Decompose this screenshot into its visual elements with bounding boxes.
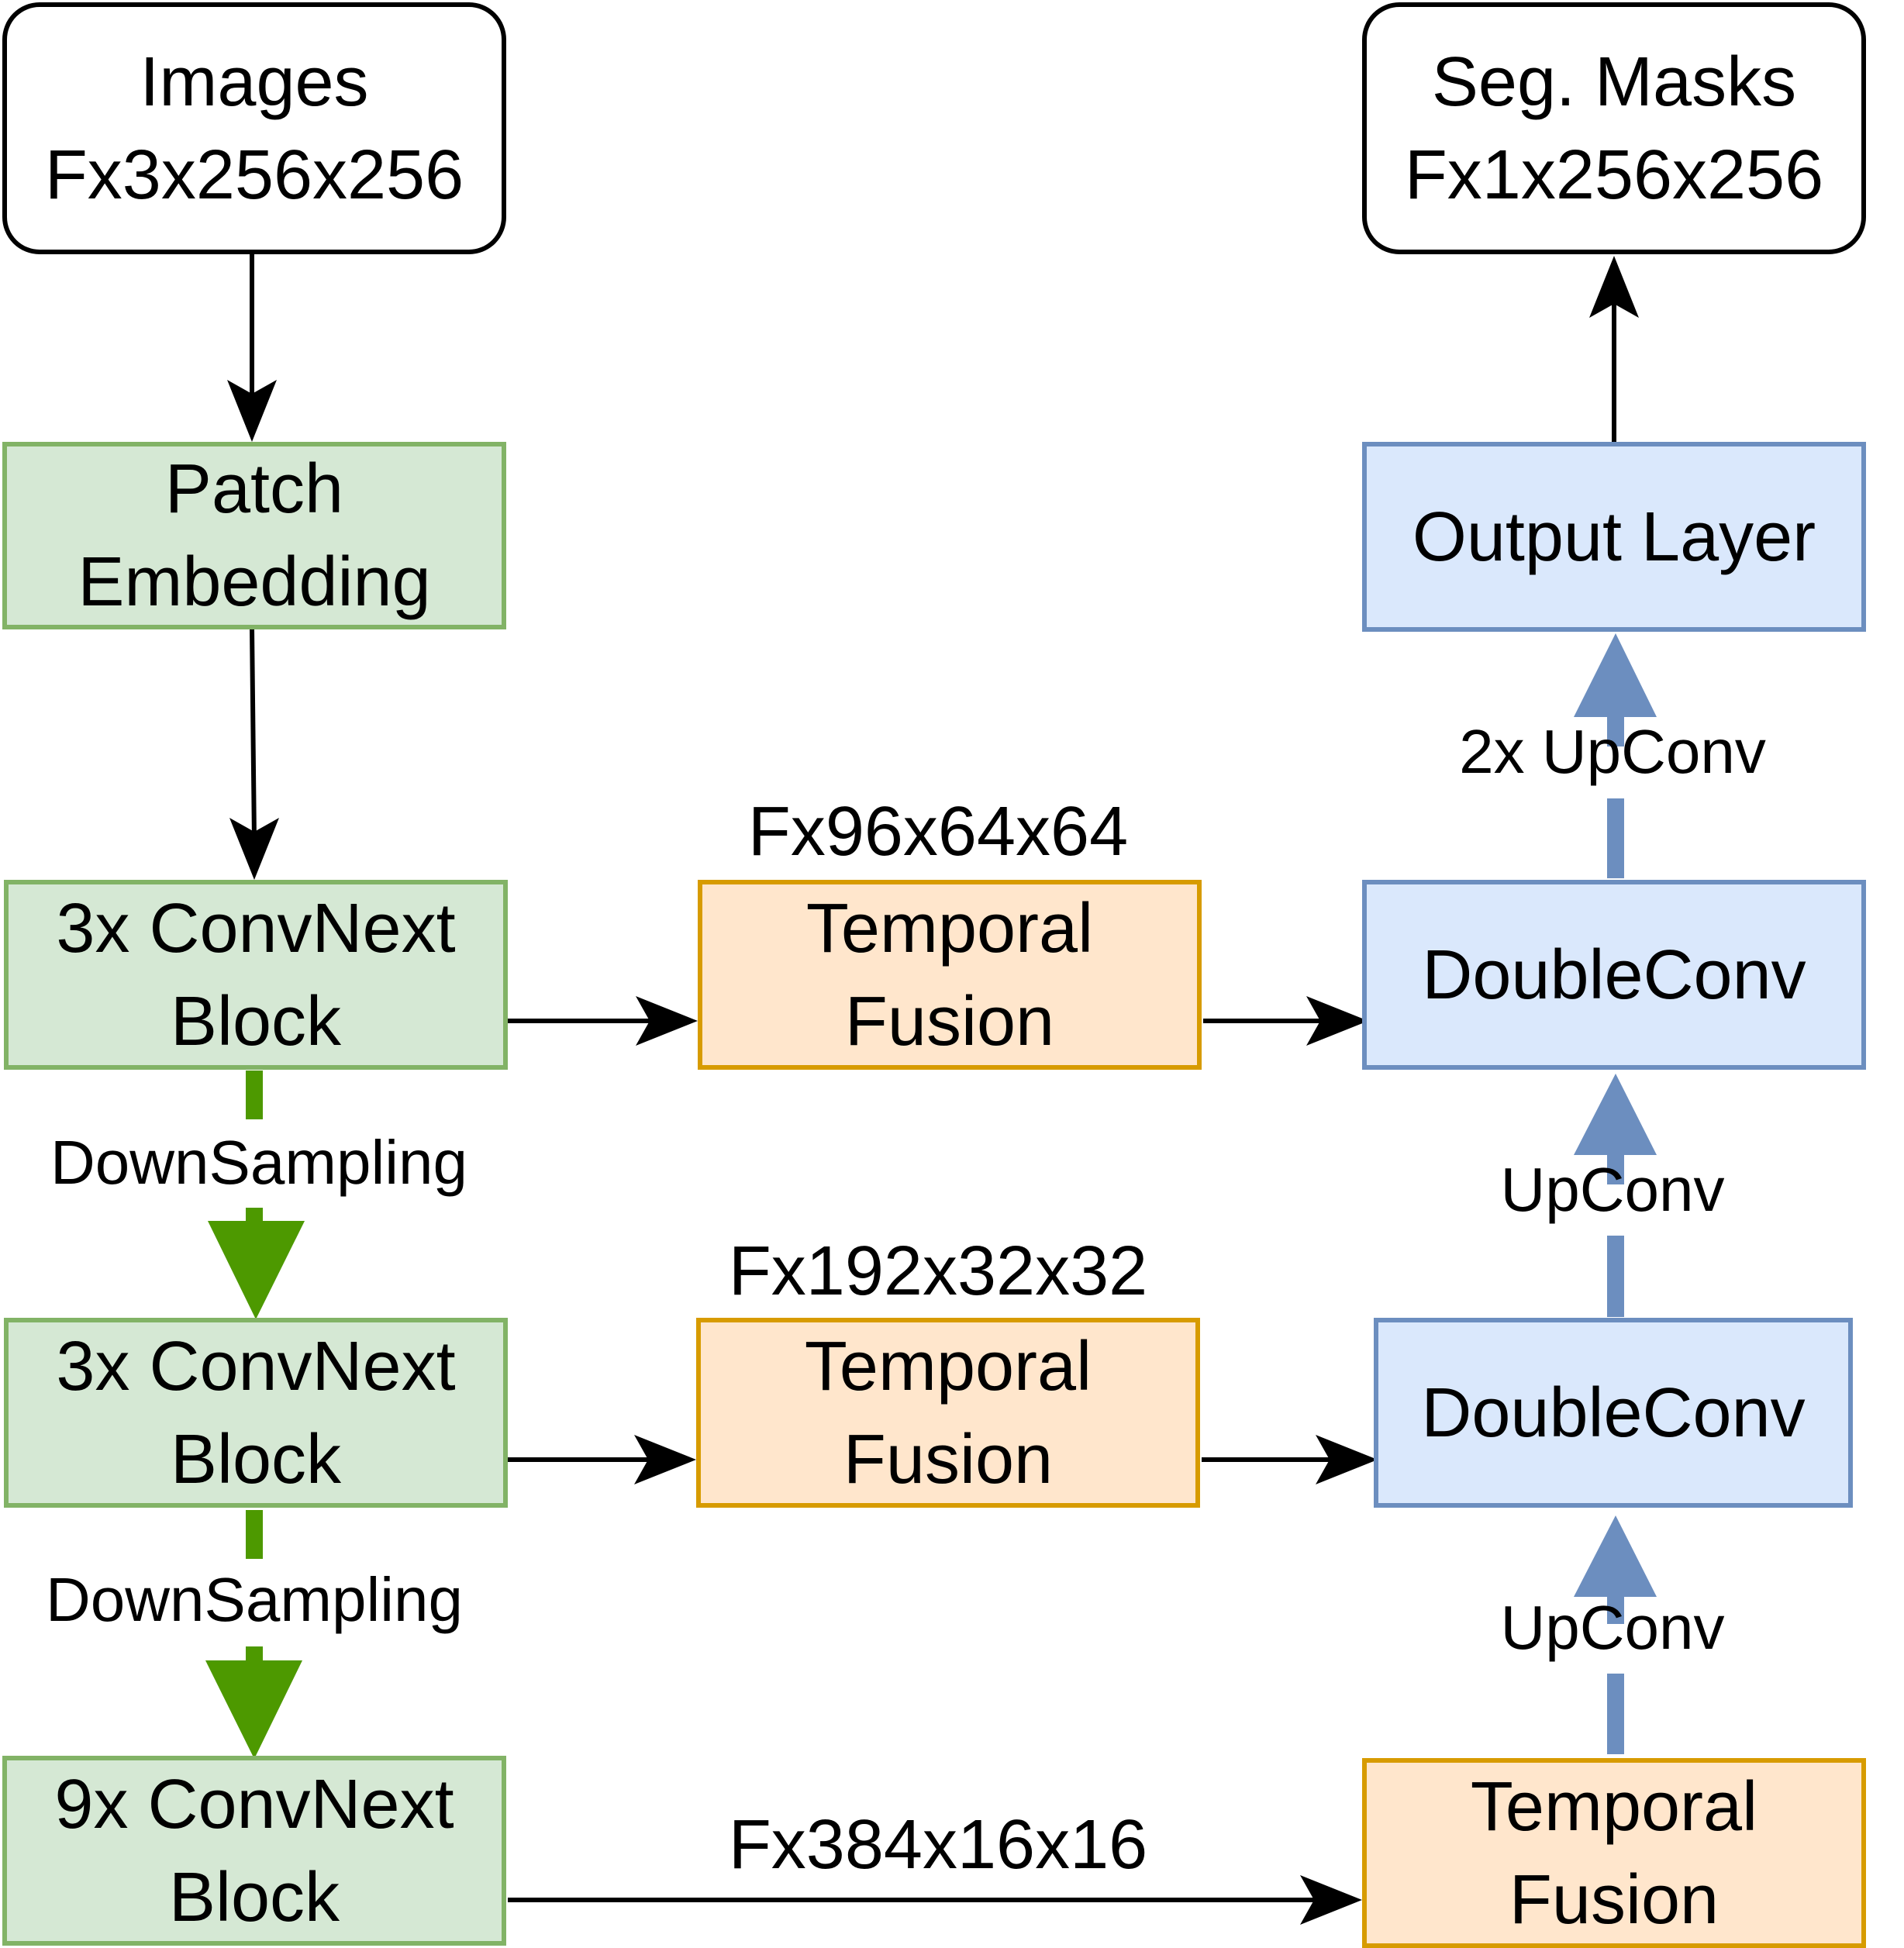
temporal-fusion-2-line1: Temporal bbox=[804, 1327, 1092, 1405]
decoder-doubleconv-2-label: DoubleConv bbox=[1421, 1374, 1806, 1452]
downsampling-arrowhead-1 bbox=[208, 1221, 305, 1319]
temporal-fusion-3-line1: Temporal bbox=[1470, 1767, 1758, 1846]
decoder-doubleconv-1-label: DoubleConv bbox=[1422, 936, 1806, 1014]
output-masks-box: Seg. Masks Fx1x256x256 bbox=[1362, 2, 1866, 254]
encoder-block-2: 3x ConvNext Block bbox=[4, 1318, 508, 1508]
shape-label-stage-1: Fx96x64x64 bbox=[747, 793, 1129, 871]
arrowhead bbox=[1589, 256, 1639, 318]
upconv-shaft-3a bbox=[1607, 798, 1624, 878]
decoder-doubleconv-2: DoubleConv bbox=[1374, 1318, 1853, 1508]
upconv-arrowhead-1 bbox=[1574, 1515, 1657, 1597]
patch-embedding-line1: Patch bbox=[164, 450, 344, 528]
arrowhead bbox=[1316, 1435, 1378, 1484]
upconv-shaft-1b bbox=[1607, 1589, 1624, 1624]
output-title: Seg. Masks bbox=[1431, 43, 1797, 121]
arrowhead bbox=[1306, 996, 1368, 1046]
input-title: Images bbox=[140, 43, 369, 121]
shape-label-stage-2: Fx192x32x32 bbox=[728, 1233, 1148, 1310]
upconv-label-final: 2x UpConv bbox=[1459, 717, 1766, 786]
decoder-doubleconv-1: DoubleConv bbox=[1362, 880, 1866, 1070]
arrow-patch-embedding-to-encoder-1 bbox=[250, 627, 257, 842]
encoder-block-3: 9x ConvNext Block bbox=[2, 1756, 506, 1946]
arrowhead bbox=[229, 818, 279, 880]
upconv-shaft-2a bbox=[1607, 1236, 1624, 1317]
input-shape: Fx3x256x256 bbox=[44, 136, 464, 214]
encoder-block-3-line1: 9x ConvNext bbox=[54, 1765, 454, 1843]
encoder-block-1-line1: 3x ConvNext bbox=[56, 889, 456, 967]
upconv-label-1: UpConv bbox=[1500, 1155, 1725, 1224]
temporal-fusion-2-line2: Fusion bbox=[843, 1420, 1054, 1498]
encoder-block-2-line2: Block bbox=[170, 1420, 342, 1498]
upconv-arrowhead-3 bbox=[1574, 633, 1657, 717]
upconv-arrowhead-2 bbox=[1574, 1074, 1657, 1155]
encoder-block-1-line2: Block bbox=[170, 982, 342, 1060]
encoder-block-3-line2: Block bbox=[168, 1858, 340, 1936]
arrowhead bbox=[1300, 1875, 1362, 1925]
upconv-shaft-2b bbox=[1607, 1147, 1624, 1184]
upconv-shaft-1a bbox=[1607, 1674, 1624, 1754]
temporal-fusion-1: Temporal Fusion bbox=[698, 880, 1202, 1070]
arrowhead bbox=[634, 1435, 696, 1484]
patch-embedding-box: Patch Embedding bbox=[2, 442, 506, 629]
downsampling-shaft-1a bbox=[246, 1071, 263, 1119]
encoder-block-1: 3x ConvNext Block bbox=[4, 880, 508, 1070]
temporal-fusion-2: Temporal Fusion bbox=[696, 1318, 1200, 1508]
output-layer-label: Output Layer bbox=[1412, 498, 1816, 576]
arrowhead bbox=[636, 996, 698, 1046]
temporal-fusion-1-line1: Temporal bbox=[805, 889, 1094, 967]
encoder-block-2-line1: 3x ConvNext bbox=[56, 1327, 456, 1405]
output-layer-box: Output Layer bbox=[1362, 442, 1866, 632]
temporal-fusion-1-line2: Fusion bbox=[844, 982, 1055, 1060]
input-images-box: Images Fx3x256x256 bbox=[2, 2, 506, 254]
downsampling-arrowhead-2 bbox=[205, 1660, 302, 1759]
upconv-shaft-3b bbox=[1607, 709, 1624, 746]
upconv-label-2: UpConv bbox=[1500, 1593, 1725, 1662]
downsampling-label-1: DownSampling bbox=[50, 1128, 468, 1197]
shape-label-stage-3: Fx384x16x16 bbox=[728, 1806, 1148, 1884]
downsampling-shaft-2a bbox=[246, 1510, 263, 1559]
downsampling-label-2: DownSampling bbox=[45, 1565, 464, 1634]
temporal-fusion-3-line2: Fusion bbox=[1509, 1860, 1719, 1939]
output-shape: Fx1x256x256 bbox=[1404, 136, 1824, 214]
patch-embedding-line2: Embedding bbox=[78, 543, 431, 621]
arrowhead bbox=[227, 380, 277, 442]
temporal-fusion-3: Temporal Fusion bbox=[1362, 1758, 1866, 1948]
